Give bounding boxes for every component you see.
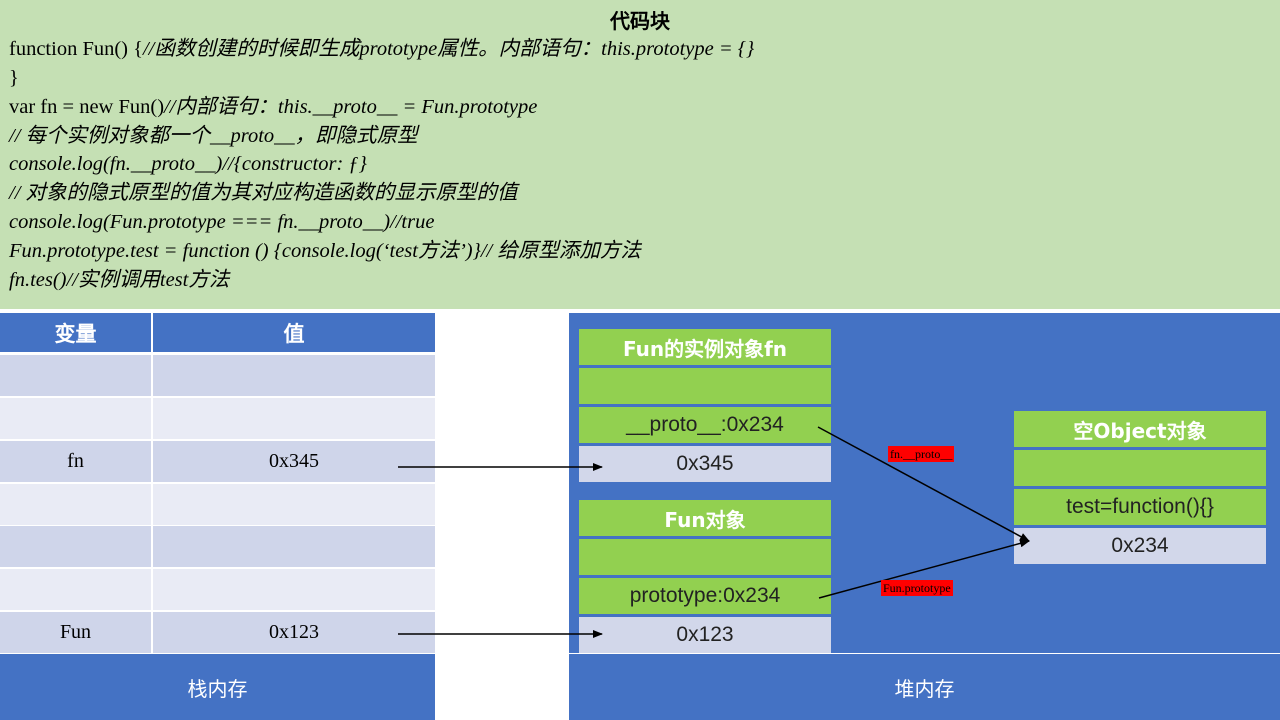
table-row xyxy=(0,526,435,569)
code-line: // 对象的隐式原型的值为其对应构造函数的显示原型的值 xyxy=(9,182,518,204)
code-line: } xyxy=(9,67,19,89)
table-row xyxy=(0,355,435,398)
stack-val-cell xyxy=(153,398,435,439)
stack-val-cell: 0x345 xyxy=(153,441,435,482)
fn-instance-object: Fun的实例对象fn __proto__:0x234 0x345 xyxy=(579,329,831,483)
fun-object-address: 0x123 xyxy=(579,617,831,653)
stack-var-cell xyxy=(0,569,151,610)
empty-object-empty-cell xyxy=(1014,450,1266,486)
code-line: fn.tes()//实例调用test方法 xyxy=(9,269,230,291)
stack-val-cell xyxy=(153,526,435,567)
stack-var-cell: fn xyxy=(0,441,151,482)
fn-instance-empty-cell xyxy=(579,368,831,404)
table-row: Fun 0x123 xyxy=(0,612,435,655)
code-block-title: 代码块 xyxy=(610,9,670,33)
code-line: var fn = new Fun()//内部语句：this.__proto__ … xyxy=(9,96,538,118)
stack-header-row: 变量 值 xyxy=(0,313,435,356)
code-block-panel: 代码块 function Fun() {//函数创建的时候即生成prototyp… xyxy=(0,0,1280,309)
fn-instance-address: 0x345 xyxy=(579,446,831,482)
fn-instance-proto: __proto__:0x234 xyxy=(579,407,831,443)
empty-object-address: 0x234 xyxy=(1014,528,1266,564)
stack-header-var: 变量 xyxy=(0,313,151,352)
stack-var-cell xyxy=(0,355,151,396)
fun-object-empty-cell xyxy=(579,539,831,575)
stack-memory-label: 栈内存 xyxy=(0,654,435,720)
table-row xyxy=(0,484,435,527)
empty-object-prototype: 空Object对象 test=function(){} 0x234 xyxy=(1014,411,1266,565)
code-line: function Fun() {//函数创建的时候即生成prototype属性。… xyxy=(9,38,755,60)
table-row: fn 0x345 xyxy=(0,441,435,484)
heap-memory-label: 堆内存 xyxy=(569,654,1280,720)
fun-prototype-label: Fun.prototype xyxy=(881,580,953,596)
stack-var-cell xyxy=(0,398,151,439)
stack-val-cell: 0x123 xyxy=(153,612,435,653)
fn-instance-title: Fun的实例对象fn xyxy=(579,329,831,365)
fun-object-title: Fun对象 xyxy=(579,500,831,536)
fun-object-prototype: prototype:0x234 xyxy=(579,578,831,614)
stack-val-cell xyxy=(153,355,435,396)
code-line: Fun.prototype.test = function () {consol… xyxy=(9,240,641,262)
stack-var-cell xyxy=(0,526,151,567)
stack-header-val: 值 xyxy=(153,313,435,352)
fn-proto-label: fn.__proto__ xyxy=(888,446,955,462)
code-line: console.log(fn.__proto__)//{constructor:… xyxy=(9,153,367,175)
stack-val-cell xyxy=(153,569,435,610)
stack-var-cell xyxy=(0,484,151,525)
stack-var-cell: Fun xyxy=(0,612,151,653)
empty-object-test-method: test=function(){} xyxy=(1014,489,1266,525)
empty-object-title: 空Object对象 xyxy=(1014,411,1266,447)
stack-val-cell xyxy=(153,484,435,525)
code-line: // 每个实例对象都一个__proto__，即隐式原型 xyxy=(9,125,418,147)
table-row xyxy=(0,398,435,441)
fun-function-object: Fun对象 prototype:0x234 0x123 xyxy=(579,500,831,654)
stack-memory-table: 变量 值 fn 0x345 Fun 0x123 xyxy=(0,313,435,654)
table-row xyxy=(0,569,435,612)
code-line: console.log(Fun.prototype === fn.__proto… xyxy=(9,211,435,233)
